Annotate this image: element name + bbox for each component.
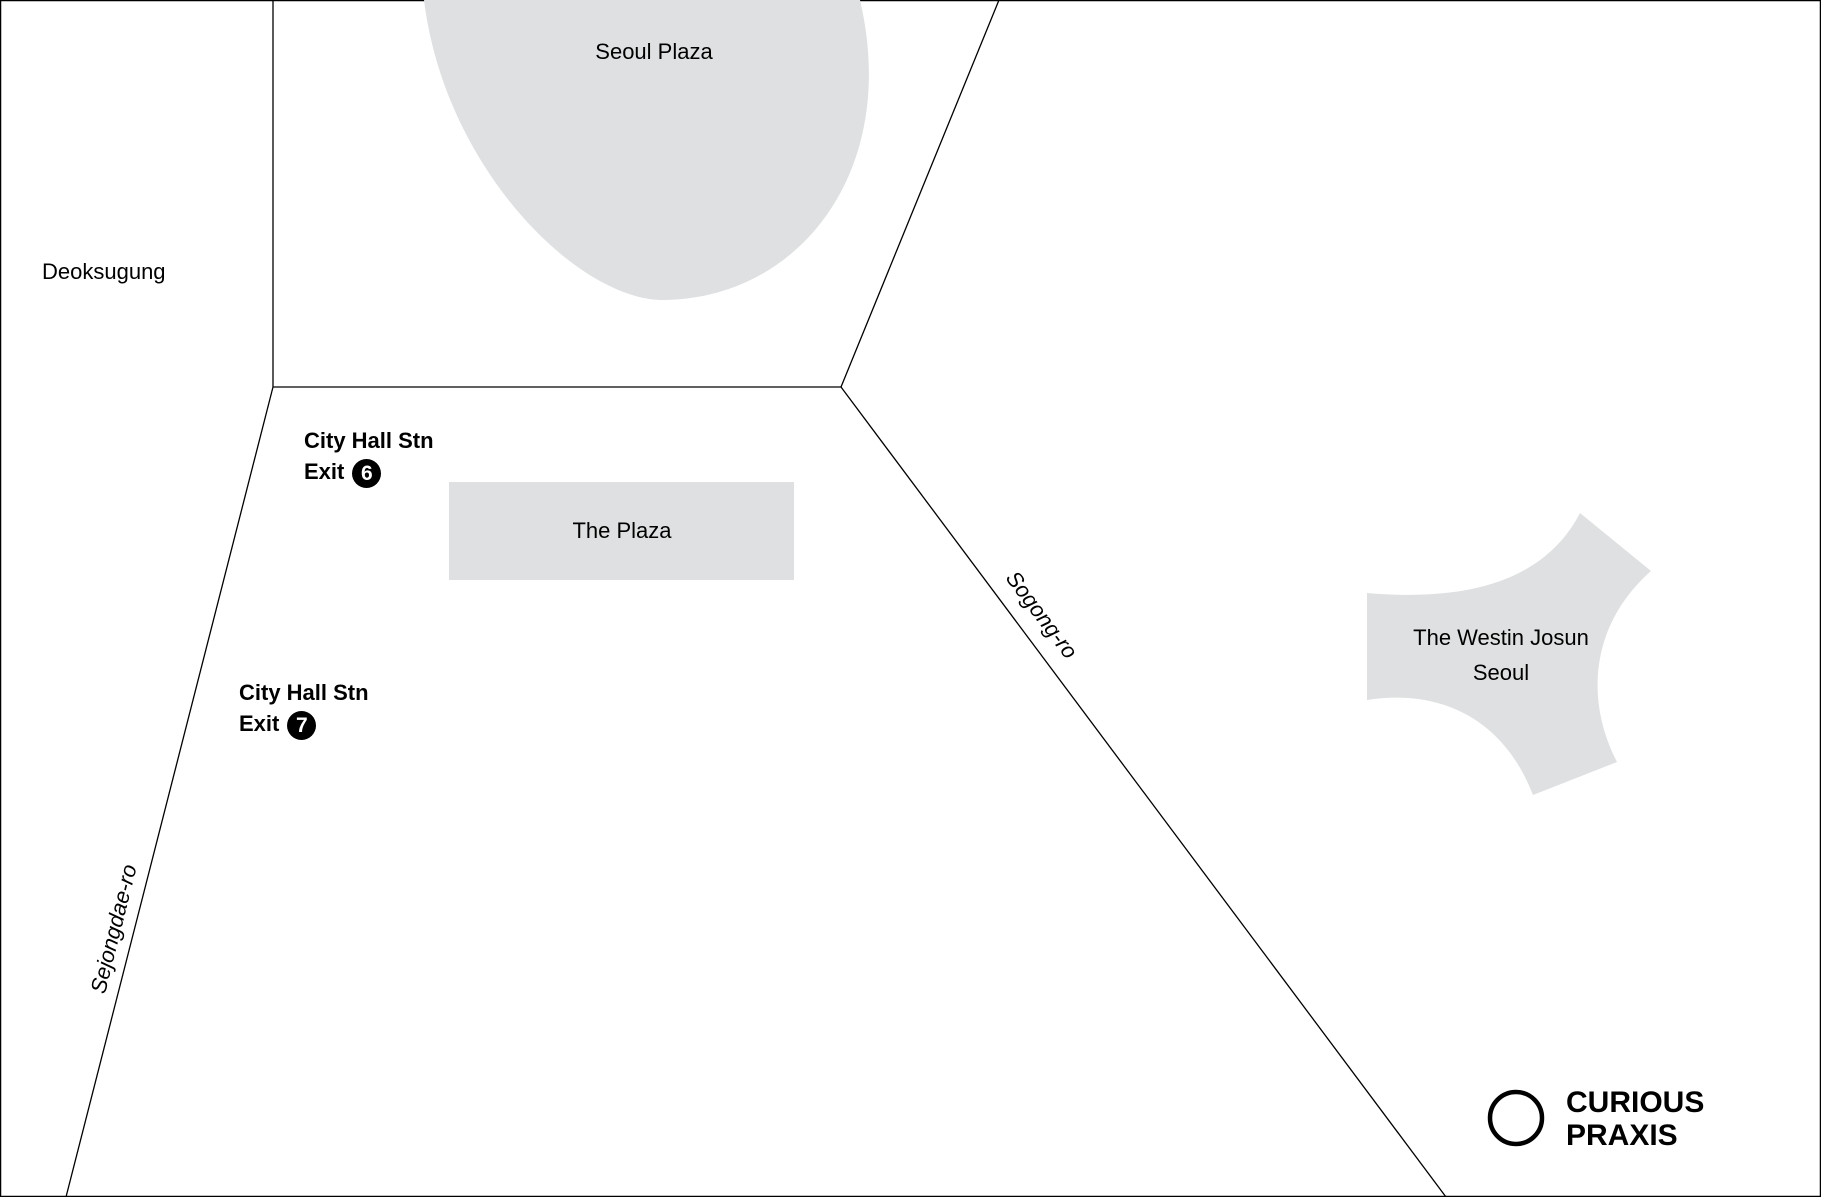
logo-circle-icon (1487, 1089, 1545, 1147)
logo-line1: CURIOUS (1566, 1086, 1705, 1119)
exit-7-marker: City Hall Stn Exit 7 (239, 677, 369, 740)
westin-label-line2: Seoul (1472, 660, 1530, 685)
road-line (840, 0, 1000, 388)
exit-label: Exit (239, 711, 280, 736)
westin-label-line1: The Westin Josun (1413, 625, 1589, 650)
curious-praxis-logo: CURIOUS PRAXIS (1566, 1086, 1704, 1152)
logo-line2: PRAXIS (1566, 1119, 1678, 1152)
sejongdae-ro-line (65, 386, 274, 1197)
westin-josun-area (1367, 513, 1651, 795)
station-name: City Hall Stn (239, 680, 369, 705)
the-plaza-label: The Plaza (572, 518, 672, 543)
exit-number-badge: 6 (352, 458, 382, 488)
exit-number-badge: 7 (287, 710, 317, 740)
seoul-plaza-area (424, 0, 869, 301)
sogong-ro-line (840, 386, 1447, 1197)
exit-label: Exit (304, 459, 345, 484)
the-plaza-area (449, 482, 794, 580)
exit-6-marker: City Hall Stn Exit 6 (304, 425, 434, 488)
station-name: City Hall Stn (304, 428, 434, 453)
deoksugung-label: Deoksugung (42, 259, 166, 284)
seoul-plaza-label: Seoul Plaza (595, 39, 713, 64)
